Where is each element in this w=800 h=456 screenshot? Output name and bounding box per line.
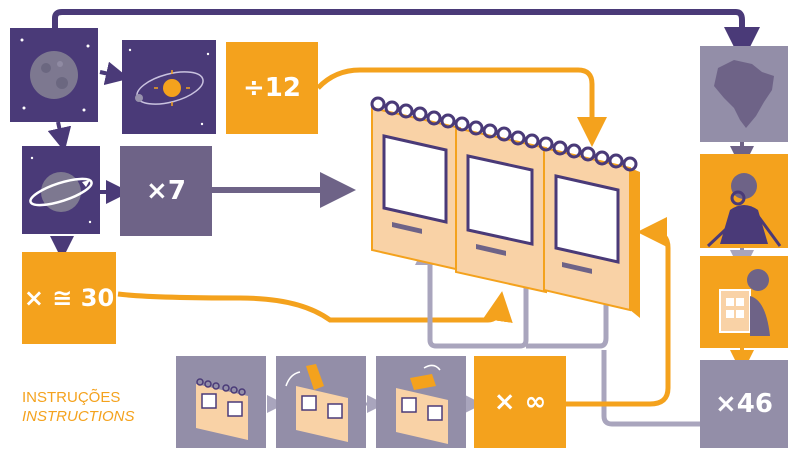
divide12-to-calendar-arrow (316, 67, 607, 147)
times46-to-calendar-arrow (601, 350, 700, 427)
infinity-to-calendar-arrow (566, 217, 671, 407)
instructions-pt: INSTRUÇÕES (22, 389, 121, 406)
times46-box: ×46 (700, 360, 788, 448)
reading-calendar-icon (719, 269, 770, 336)
moon-to-orbit-arrow (99, 61, 130, 86)
reader-box (700, 154, 788, 248)
times7-label: ×7 (146, 176, 186, 206)
brazil-map-icon (714, 60, 774, 128)
reader-icon (706, 173, 782, 248)
planet-box (22, 146, 100, 234)
calendar-page-1 (371, 106, 461, 272)
solar-orbit-icon (128, 48, 210, 126)
moon-icon (20, 38, 90, 112)
flip-calendar-icon (285, 364, 348, 442)
calendar-rings (370, 96, 638, 172)
calendar-page-2 (455, 126, 547, 294)
flip-calendar-icon (396, 364, 448, 444)
grey-feedback-arrow-3 (526, 271, 621, 349)
grey-feedback-arrow-1 (415, 235, 458, 349)
instruction-step-2 (276, 356, 366, 448)
times-infinity-box: × ∞ (474, 356, 566, 448)
grey-feedback-arrow-2 (458, 247, 541, 349)
moon-to-planet-arrow (47, 121, 72, 152)
moon-box (10, 28, 98, 122)
instruction-step-3 (376, 356, 466, 448)
times30-label: × ≅ 30 (23, 284, 115, 312)
instructions-en: INSTRUCTIONS (22, 408, 135, 425)
orbiting-planet-icon (29, 156, 93, 224)
top-loop-arrow (52, 9, 760, 63)
orbit-box (122, 40, 216, 134)
instructions-label: INSTRUÇÕES INSTRUCTIONS (22, 388, 135, 426)
reading-box (700, 256, 788, 348)
flip-calendar-icon (196, 378, 248, 440)
calendar-page-3 (543, 146, 640, 318)
times30-box: × ≅ 30 (22, 252, 116, 344)
times46-label: ×46 (715, 389, 773, 419)
instruction-step-1 (176, 356, 266, 448)
brazil-box (700, 46, 788, 142)
times-infinity-label: × ∞ (493, 387, 547, 417)
divide12-label: ÷12 (243, 73, 301, 103)
times30-to-calendar-arrow (117, 291, 513, 323)
times7-box: ×7 (120, 146, 212, 236)
divide12-box: ÷12 (226, 42, 318, 134)
